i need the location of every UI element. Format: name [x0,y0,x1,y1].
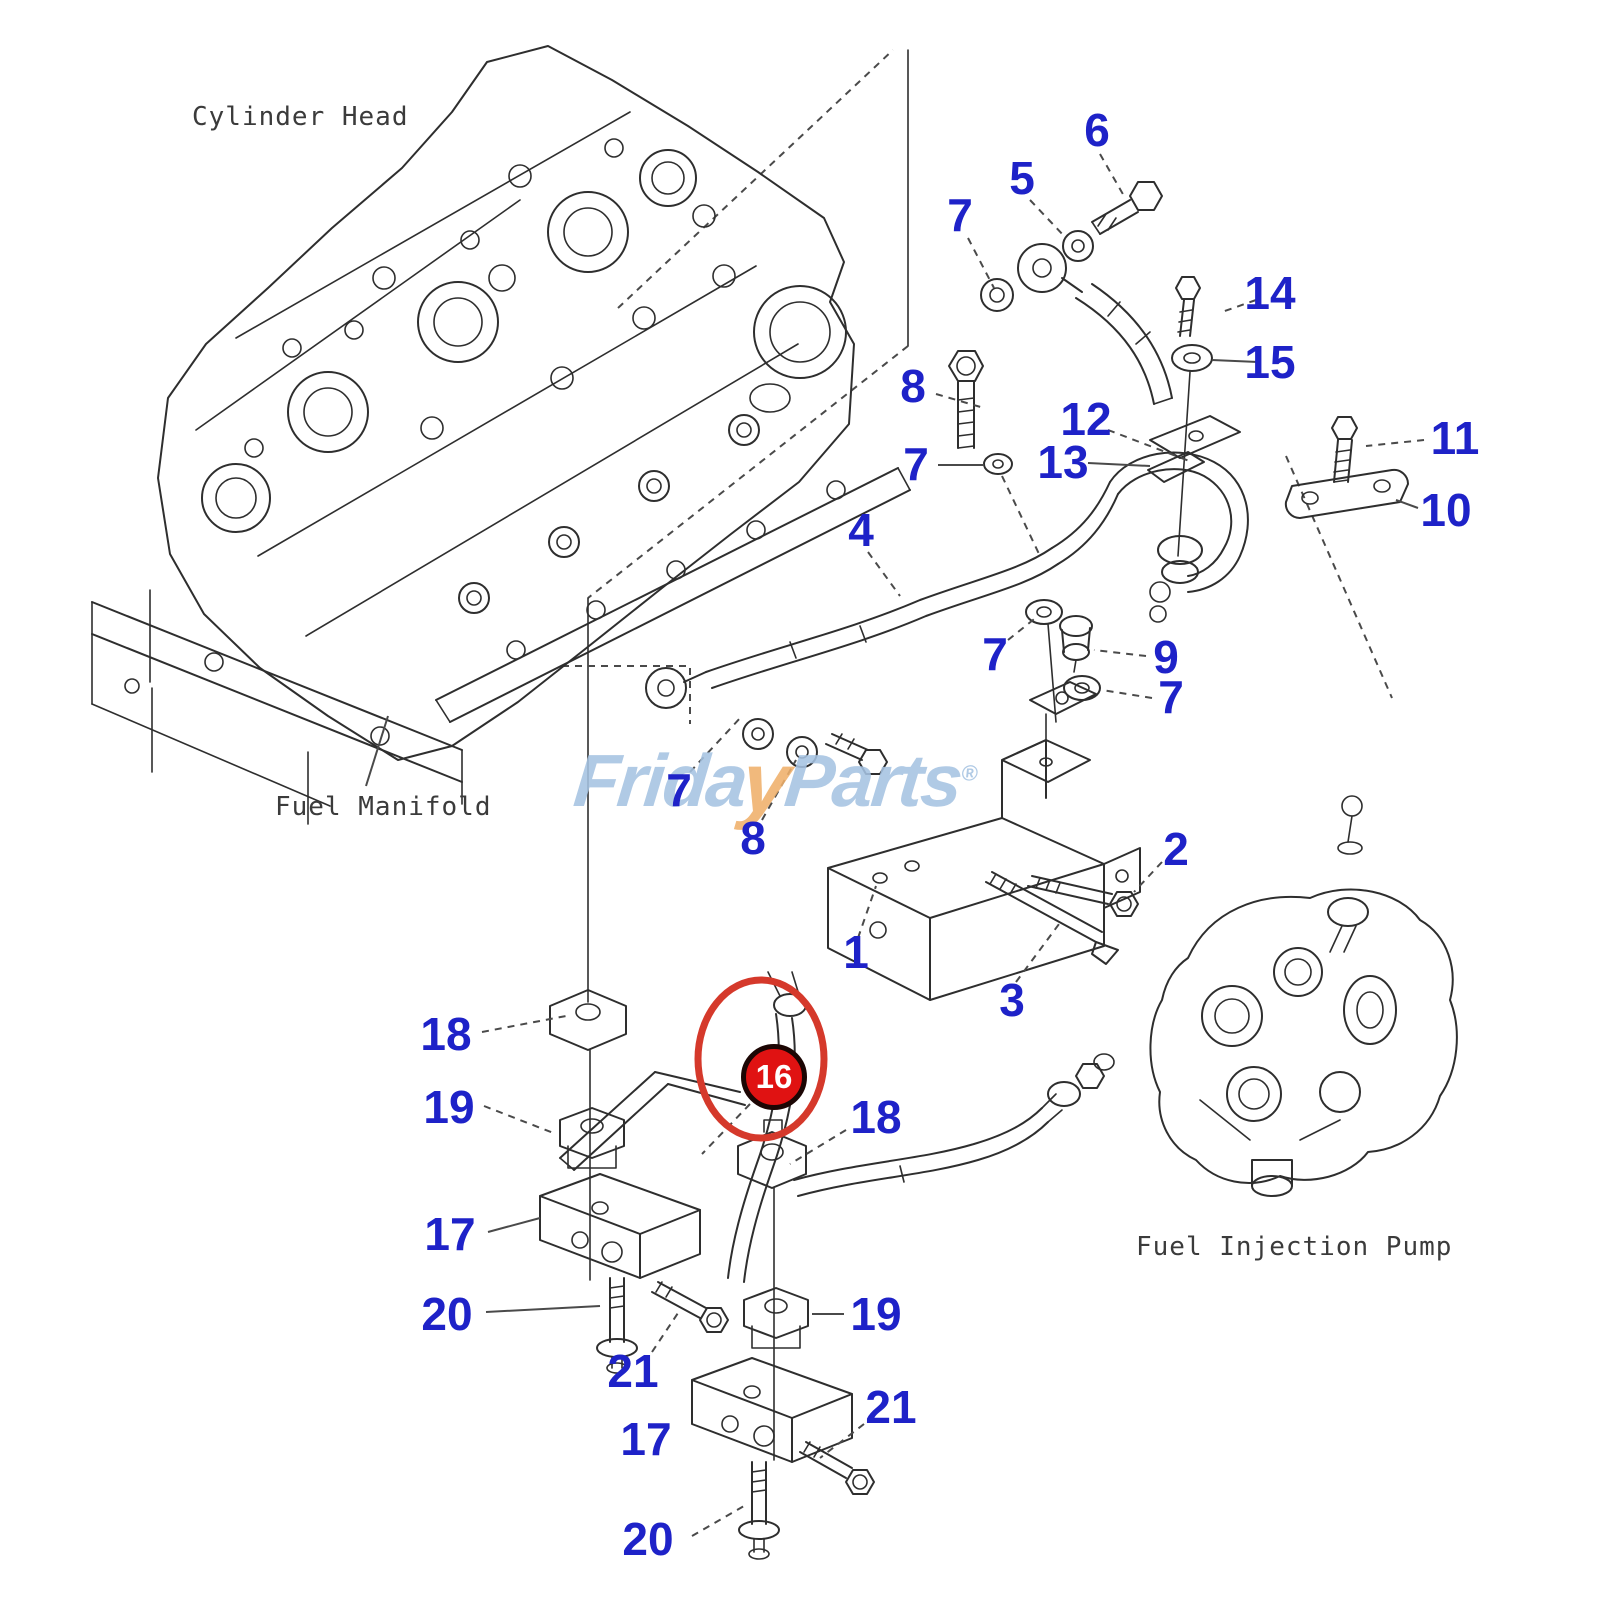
fuel-manifold-drawing [91,589,463,825]
cylinder-head-label: Cylinder Head [192,102,409,132]
return-hose-drawing [980,181,1173,405]
watermark-check-letter: y [737,735,794,831]
highlight-ring [694,976,828,1142]
fuel-injection-pump-drawing [1149,795,1458,1197]
bracket-drawing [827,681,1141,1001]
highlighted-part-badge: 16 [741,1044,807,1110]
eyelet-bolt-middle [742,718,888,775]
fuel-injection-pump-label: Fuel Injection Pump [1136,1232,1453,1262]
bolt-8-drawing [948,350,984,449]
fuel-manifold-label: Fuel Manifold [275,792,492,822]
watermark-logo: FridayParts® [570,728,982,831]
fasteners-top-right [1171,276,1410,557]
leader-lines [481,153,1425,1537]
registered-trademark-symbol: ® [960,760,979,786]
cylinder-head-drawing [157,45,911,761]
watermark-text-left: Frida [570,739,750,822]
lower-left-tube-assembly [539,989,746,1374]
watermark-text-right: Parts [781,739,965,822]
main-fuel-hose-drawing [645,415,1249,709]
construction-lines [562,49,1393,1003]
washer-banjo-column [983,453,1101,723]
